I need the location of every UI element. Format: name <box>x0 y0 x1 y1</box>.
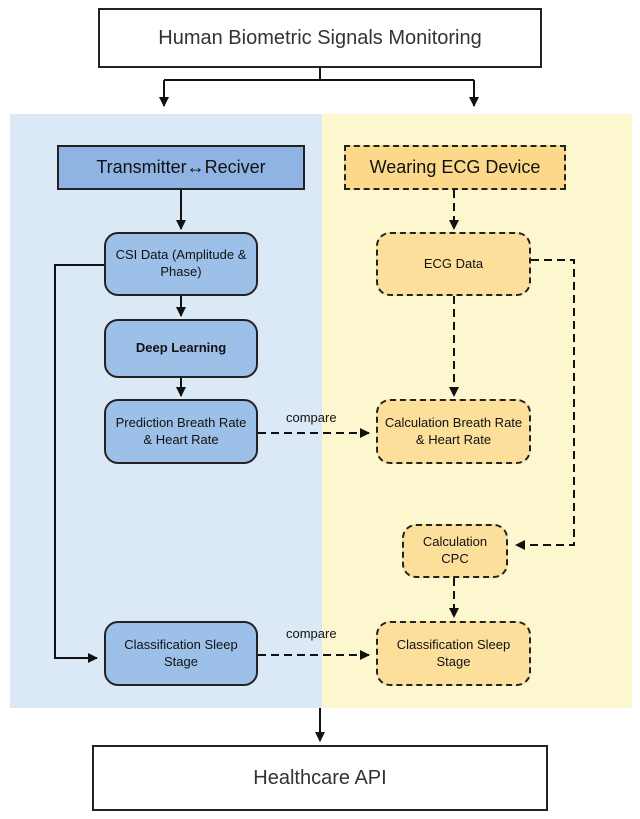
right-flow-arrows <box>449 190 575 618</box>
classification-sleep-stage-left-node: Classification Sleep Stage <box>104 621 258 686</box>
compare-label-1: compare <box>286 410 337 425</box>
prediction-node: Prediction Breath Rate & Heart Rate <box>104 399 258 464</box>
healthcare-api-box: Healthcare API <box>92 745 548 811</box>
calculation-cpc-node: Calculation CPC <box>402 524 508 578</box>
calculation-node: Calculation Breath Rate & Heart Rate <box>376 399 531 464</box>
ecg-data-node: ECG Data <box>376 232 531 296</box>
transmitter-receiver-node: Transmitter↔Reciver <box>57 145 305 190</box>
compare-label-2: compare <box>286 626 337 641</box>
csi-data-node: CSI Data (Amplitude & Phase) <box>104 232 258 296</box>
left-flow-arrows <box>54 190 186 663</box>
classification-sleep-stage-right-node: Classification Sleep Stage <box>376 621 531 686</box>
title-box: Human Biometric Signals Monitoring <box>98 8 542 68</box>
wearing-ecg-device-node: Wearing ECG Device <box>344 145 566 190</box>
deep-learning-node: Deep Learning <box>104 319 258 378</box>
compare-edges <box>258 428 370 660</box>
top-split-arrows <box>159 68 479 107</box>
